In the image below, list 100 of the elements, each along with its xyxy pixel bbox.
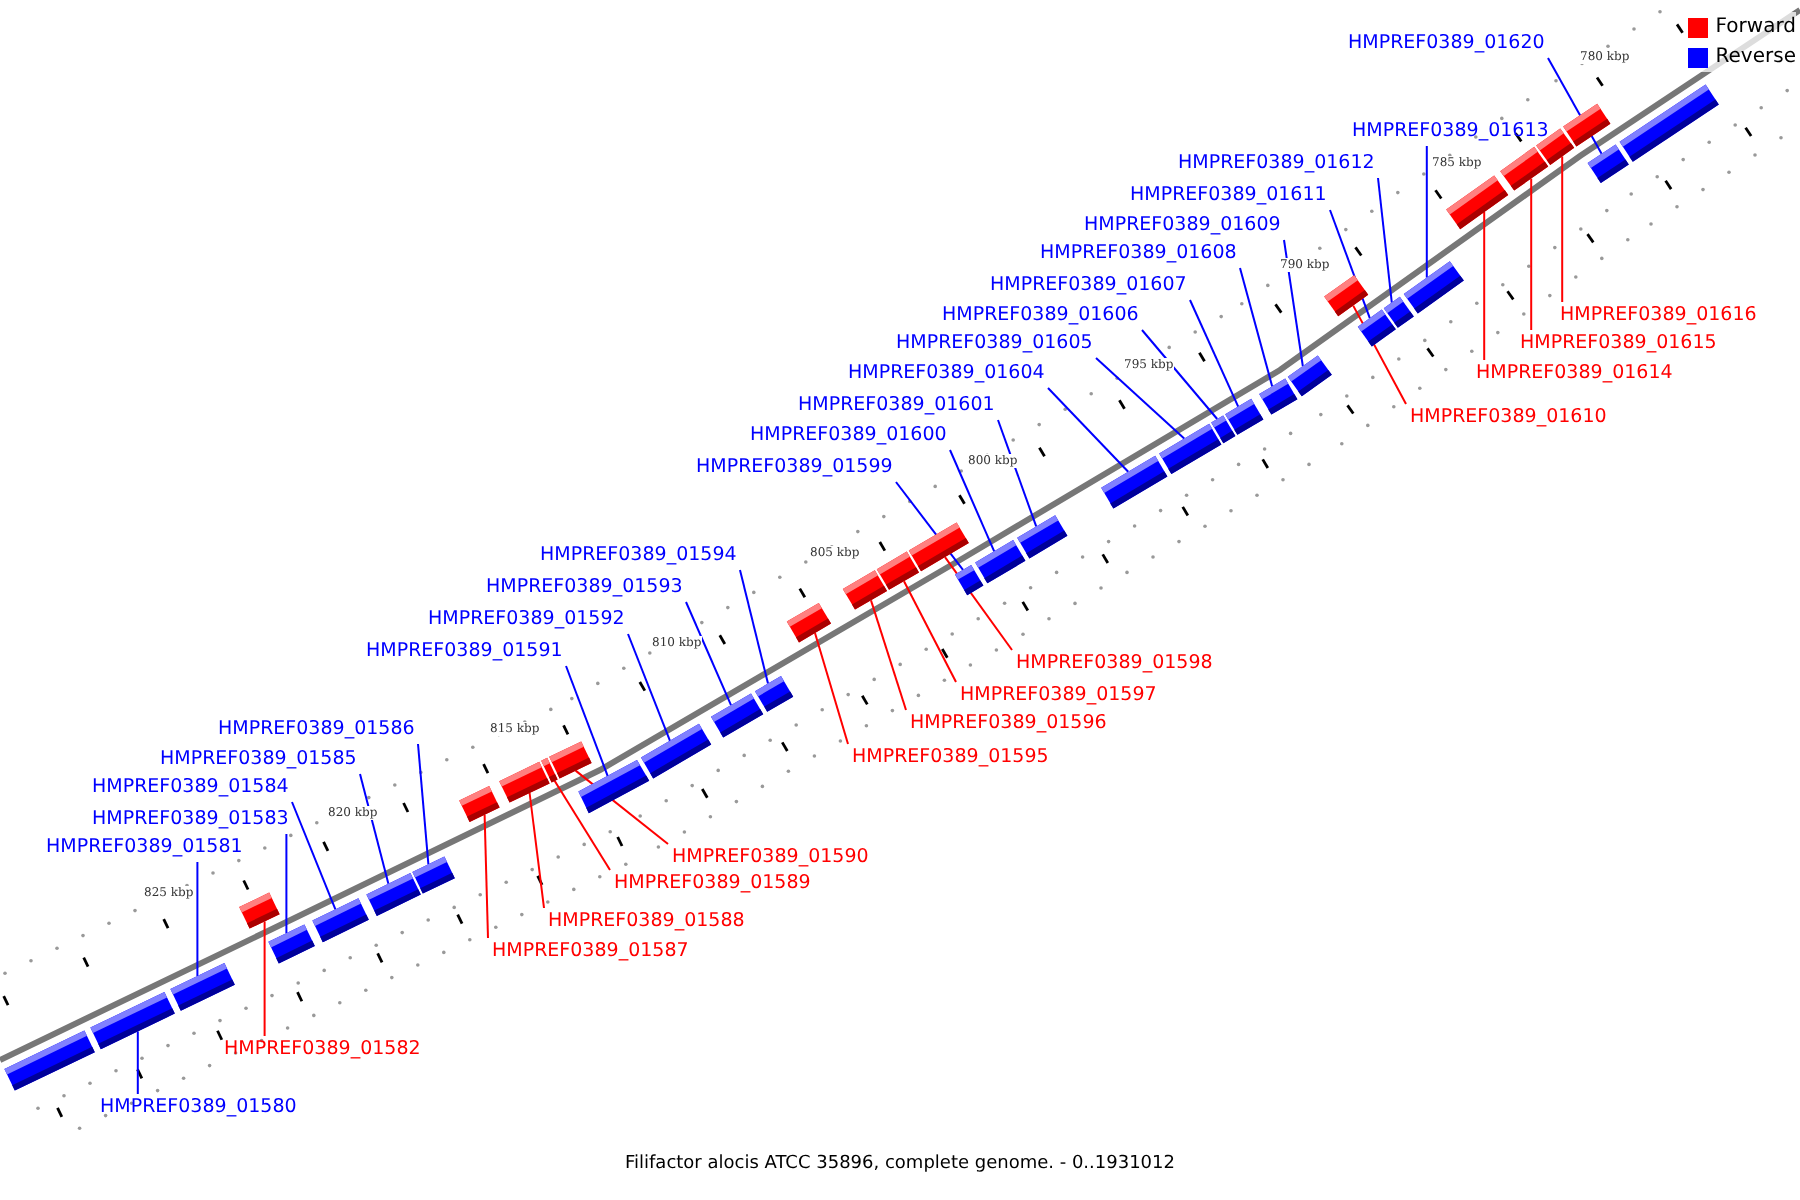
gene-label: HMPREF0389_01584 (92, 775, 289, 799)
leader-line (1047, 387, 1130, 473)
legend-label: Reverse (1715, 46, 1796, 68)
gene-block (549, 741, 592, 779)
gene-block (1587, 144, 1629, 183)
gene-block (499, 761, 550, 803)
gene-block (170, 963, 235, 1011)
gene-label: HMPREF0389_01613 (1352, 119, 1549, 143)
gene-block (1159, 423, 1222, 474)
leader-line (285, 833, 288, 935)
leader-line (417, 743, 430, 866)
gene-block (268, 924, 315, 964)
gene-label: HMPREF0389_01611 (1130, 183, 1327, 207)
gene-label: HMPREF0389_01592 (428, 607, 625, 631)
leader-line (870, 599, 907, 711)
gene-label: HMPREF0389_01588 (548, 909, 745, 933)
gene-block (876, 551, 919, 590)
gene-label: HMPREF0389_01580 (100, 1095, 297, 1119)
gene-label: HMPREF0389_01587 (492, 939, 689, 963)
gene-block (459, 786, 500, 822)
leader-line (903, 580, 957, 683)
gene-block (975, 540, 1026, 584)
gene-label: HMPREF0389_01582 (224, 1037, 421, 1061)
leader-line (1095, 357, 1186, 440)
leader-line (1425, 145, 1428, 279)
gene-block (1446, 175, 1509, 230)
gene-label: HMPREF0389_01604 (848, 361, 1045, 385)
gene-block (312, 898, 369, 943)
leader-line (291, 801, 337, 911)
gene-label: HMPREF0389_01597 (960, 683, 1157, 707)
leader-line (1530, 177, 1533, 331)
gene-block (1619, 84, 1719, 162)
gene-label: HMPREF0389_01609 (1084, 213, 1281, 237)
leader-line (136, 1030, 139, 1095)
gene-block (1563, 103, 1611, 147)
leader-line (528, 792, 545, 909)
gene-label: HMPREF0389_01616 (1560, 303, 1757, 327)
gene-label: HMPREF0389_01607 (990, 273, 1187, 297)
gene-label: HMPREF0389_01610 (1410, 405, 1607, 429)
gene-label: HMPREF0389_01594 (540, 543, 737, 567)
gene-block (1383, 296, 1414, 328)
leader-line (1283, 239, 1304, 367)
gene-block (412, 856, 455, 894)
leader-line (1377, 177, 1393, 304)
gene-label: HMPREF0389_01605 (896, 331, 1093, 355)
gene-block (1324, 275, 1369, 317)
leader-line (1547, 57, 1603, 155)
gene-label: HMPREF0389_01595 (852, 745, 1049, 769)
gene-label: HMPREF0389_01615 (1520, 331, 1717, 355)
gene-label: HMPREF0389_01598 (1016, 651, 1213, 675)
caption: Filifactor alocis ATCC 35896, complete genome. - 0..1931012 (622, 1154, 1177, 1174)
gene-block (366, 873, 421, 916)
gene-label: HMPREF0389_01586 (218, 717, 415, 741)
gene-label: HMPREF0389_01589 (614, 871, 811, 895)
gene-block (4, 1030, 95, 1091)
leader-line (1352, 304, 1407, 405)
gene-block (1500, 146, 1549, 191)
gene-label: HMPREF0389_01596 (910, 711, 1107, 735)
leader-line (553, 779, 611, 871)
gene-label: HMPREF0389_01581 (46, 835, 243, 859)
gene-block (1403, 261, 1464, 314)
gene-label: HMPREF0389_01601 (798, 393, 995, 417)
gene-block (711, 693, 764, 738)
gene-label: HMPREF0389_01606 (942, 303, 1139, 327)
gene-block (1287, 355, 1332, 397)
gene-block (786, 603, 831, 643)
gene-block (1017, 515, 1068, 559)
leader-line (565, 665, 609, 778)
leader-line (196, 861, 199, 977)
gene-label: HMPREF0389_01620 (1348, 31, 1545, 55)
gene-label: HMPREF0389_01583 (92, 807, 289, 831)
gene-label: HMPREF0389_01614 (1476, 361, 1673, 385)
gene-label: HMPREF0389_01585 (160, 747, 357, 771)
leader-line (359, 773, 390, 885)
gene-label: HMPREF0389_01599 (696, 455, 893, 479)
leader-line (814, 632, 849, 745)
gene-block (1101, 455, 1168, 509)
gene-block (955, 565, 984, 596)
leader-line (483, 813, 489, 939)
gene-label: HMPREF0389_01590 (672, 845, 869, 869)
gene-block (90, 992, 175, 1050)
gene-block (239, 892, 280, 929)
gene-block (1259, 378, 1298, 415)
gene-block (755, 676, 794, 712)
gene-block (578, 760, 650, 814)
gene-label: HMPREF0389_01600 (750, 423, 947, 447)
gene-block (842, 570, 887, 610)
leader-line (1483, 211, 1486, 361)
gene-block (1225, 398, 1264, 435)
gene-block (1357, 309, 1396, 347)
leader-line (627, 633, 671, 742)
leader-line (1141, 329, 1219, 420)
leader-line (263, 920, 266, 1037)
gene-label: HMPREF0389_01591 (366, 639, 563, 663)
leader-line (1189, 299, 1240, 408)
legend-label: Forward (1715, 16, 1796, 38)
gene-label: HMPREF0389_01608 (1040, 241, 1237, 265)
leader-line (739, 569, 769, 685)
leader-line (1329, 209, 1371, 320)
gene-label: HMPREF0389_01612 (1178, 151, 1375, 175)
